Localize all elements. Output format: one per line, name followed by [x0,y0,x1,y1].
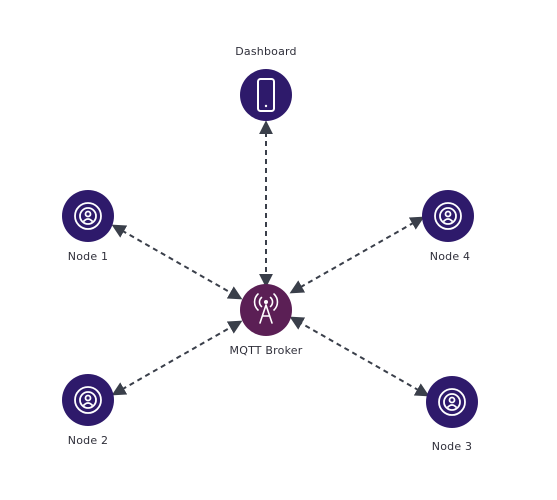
connectors [111,120,430,397]
dashboard-label: Dashboard [235,45,296,58]
node-3[interactable]: Node 3 [426,376,478,453]
broker-node[interactable]: MQTT Broker [230,284,303,357]
connector-node2-broker [111,320,243,396]
node-1[interactable]: Node 1 [62,190,114,263]
smartphone-icon [257,78,275,112]
node-4-label: Node 4 [430,250,470,263]
node-4[interactable]: Node 4 [422,190,474,263]
broadcast-tower-icon [253,293,279,324]
node-2[interactable]: Node 2 [62,374,114,447]
sensor-target-icon [74,386,102,414]
node-2-label: Node 2 [68,434,108,447]
connector-node4-broker [289,216,425,294]
sensor-target-icon [434,202,462,230]
broker-label: MQTT Broker [230,344,303,357]
dashboard-node[interactable]: Dashboard [235,45,297,121]
connector-node3-broker [289,316,430,397]
sensor-target-icon [74,202,102,230]
connector-node1-broker [111,224,243,300]
dashboard-circle [240,69,292,121]
broker-circle [240,284,292,336]
node-3-label: Node 3 [432,440,472,453]
sensor-target-icon [438,388,466,416]
node-1-label: Node 1 [68,250,108,263]
